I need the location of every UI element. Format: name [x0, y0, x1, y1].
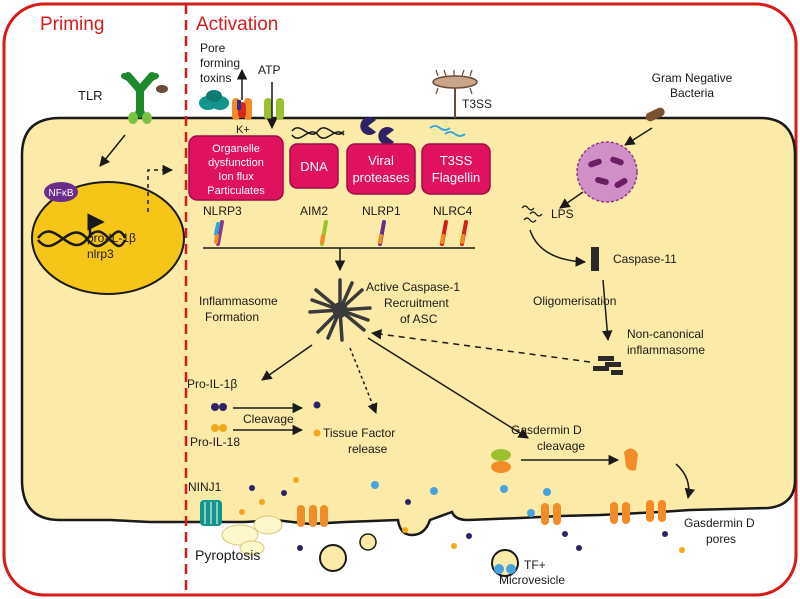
ninj1-label: NINJ1	[188, 480, 222, 494]
pro-il18-icon	[211, 424, 219, 432]
sensor-box-organelle: Organelle dysfunction Ion flux Particula…	[188, 135, 284, 201]
lps-label: LPS	[551, 207, 574, 221]
flagellin-icon	[429, 125, 466, 137]
gsdmd-pores-line2: pores	[706, 532, 736, 546]
nfkb-badge	[44, 182, 78, 202]
svg-text:T3SS: T3SS	[440, 153, 473, 168]
svg-text:dysfunction: dysfunction	[208, 157, 264, 169]
tf-microvesicle-line2: Microvesicle	[499, 573, 565, 587]
sensor-box-viral-proteases: Viral proteases	[346, 143, 416, 195]
vesicle-small-icon	[359, 533, 377, 551]
gene-pro-il1b: pro-IL-1β	[87, 231, 136, 245]
nlr-sensor-sticks-icon	[214, 220, 468, 246]
svg-text:Viral: Viral	[368, 153, 394, 168]
oligomerisation-arrow	[601, 279, 613, 342]
pro-il1b-icon-b	[219, 403, 227, 411]
tlr-receptor-icon	[121, 72, 168, 124]
svg-text:Ion flux: Ion flux	[218, 171, 254, 183]
sensor-aim2-label: AIM2	[300, 204, 328, 218]
nucleus-to-nlrp3-dashed-arrow	[147, 164, 174, 212]
tf-microvesicle-icon	[491, 549, 519, 577]
caspase1-line1: Active Caspase-1	[366, 280, 460, 294]
gsdmd-cleavage-line1: Gasdermin D	[511, 423, 582, 437]
viral-protease-icon	[360, 116, 394, 145]
activation-header: Activation	[196, 14, 278, 35]
t3ss-bacterium-icon	[432, 69, 478, 118]
tissue-factor-line2: release	[348, 442, 388, 456]
pore-toxins-line1: Pore	[200, 41, 226, 55]
svg-text:Organelle: Organelle	[212, 143, 260, 155]
caspase1-line3: of ASC	[400, 312, 438, 326]
pore-toxins-line3: toxins	[200, 71, 231, 85]
caspase1-to-il-arrow	[261, 344, 313, 381]
pro-il18-label: Pro-IL-18	[190, 435, 240, 449]
sensor-nlrc4-label: NLRC4	[433, 204, 473, 218]
gsdmd-to-pore-arrow	[675, 463, 695, 500]
cleavage-label: Cleavage	[243, 412, 294, 426]
pro-il1b-label: Pro-IL-1β	[187, 377, 237, 391]
atp-label: ATP	[258, 63, 280, 77]
k-plus-label: K+	[236, 124, 250, 136]
tf-microvesicle-line1: TF+	[524, 558, 546, 572]
gene-nlrp3: nlrp3	[87, 247, 114, 261]
noncanonical-to-caspase1-dashed-arrow	[370, 329, 591, 363]
il18-mature-icon	[313, 429, 321, 437]
vesicle-icon	[319, 544, 347, 572]
noncanonical-inflammasome-icon	[593, 356, 623, 375]
sensor-nlrp1-label: NLRP1	[362, 204, 401, 218]
noncanonical-label-line1: Non-canonical	[627, 327, 704, 341]
pore-toxin-icon	[199, 90, 229, 110]
gram-negative-bacterium-icon	[645, 107, 665, 122]
priming-header: Priming	[40, 14, 104, 35]
svg-text:proteases: proteases	[352, 170, 410, 185]
released-particles-icon	[239, 477, 685, 553]
sensor-box-t3ss-flagellin: T3SS Flagellin	[421, 143, 491, 195]
endosome-bacterium-icon	[576, 141, 638, 203]
gsdmd-cleavage-line2: cleavage	[537, 439, 585, 453]
gasdermin-d-full-icon	[491, 449, 511, 473]
caspase1-line2: Recruitment	[384, 296, 449, 310]
tlr-label: TLR	[78, 88, 103, 103]
tlr-to-nucleus-arrow	[99, 134, 126, 167]
ninj1-icon	[200, 500, 222, 526]
caspase11-label: Caspase-11	[613, 252, 677, 266]
lps-to-caspase11-arrow	[529, 229, 587, 267]
gsdmd-pores-line1: Gasdermin D	[684, 516, 755, 530]
svg-text:Flagellin: Flagellin	[432, 170, 480, 185]
pore-toxins-line2: forming	[200, 56, 240, 70]
il1b-mature-icon	[313, 401, 321, 409]
svg-text:Particulates: Particulates	[207, 185, 265, 197]
bacteria-label-line2: Bacteria	[670, 86, 714, 100]
potassium-channel-icon	[232, 98, 252, 120]
dna-helix-icon	[36, 213, 127, 248]
p2x7-receptor-icon	[264, 98, 284, 120]
pro-il18-icon-b	[219, 424, 227, 432]
asc-speck-icon	[308, 278, 372, 342]
pyroptosis-label: Pyroptosis	[195, 547, 260, 563]
gasdermin-pores-icon	[297, 500, 666, 527]
pro-il1b-icon	[211, 403, 219, 411]
gasdermin-d-nterm-icon	[624, 448, 638, 471]
caspase1-to-gsdmd-arrow	[367, 337, 529, 439]
svg-text:DNA: DNA	[300, 159, 328, 174]
lps-icon	[521, 205, 543, 223]
cytosolic-dna-icon	[291, 127, 345, 139]
noncanonical-label-line2: inflammasome	[627, 343, 705, 357]
tissue-factor-line1: Tissue Factor	[323, 426, 395, 440]
endosome-to-lps-arrow	[559, 191, 584, 209]
membrane-fragments-icon	[221, 515, 283, 556]
bacteria-label-line1: Gram Negative	[652, 71, 733, 85]
sensor-box-dna: DNA	[289, 143, 339, 189]
inflammasome-formation-line1: Inflammasome	[199, 294, 278, 308]
sensor-nlrp3-label: NLRP3	[203, 204, 242, 218]
bacteria-entry-arrow	[624, 127, 653, 146]
t3ss-label: T3SS	[462, 97, 492, 111]
inflammasome-formation-line2: Formation	[205, 310, 259, 324]
oligomerisation-label: Oligomerisation	[533, 294, 616, 308]
nfkb-label: NFκB	[49, 188, 74, 199]
caspase11-icon	[591, 247, 599, 271]
